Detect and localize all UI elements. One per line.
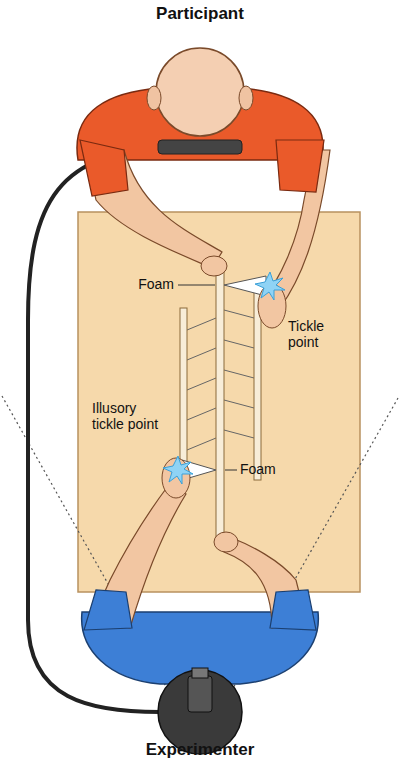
role-label: Experimenter bbox=[100, 740, 300, 760]
part-label: Tickle point bbox=[288, 318, 348, 350]
hand bbox=[214, 532, 238, 552]
rung bbox=[187, 408, 216, 420]
camera-lens bbox=[192, 668, 208, 678]
rod bbox=[216, 262, 224, 546]
participant-head bbox=[156, 48, 244, 136]
rung bbox=[224, 400, 254, 408]
hand bbox=[201, 256, 227, 276]
leader-line bbox=[178, 285, 215, 286]
rung bbox=[224, 310, 254, 318]
participant-sleeve bbox=[80, 140, 128, 196]
part-label: Foam bbox=[138, 276, 174, 292]
experimenter-sleeve bbox=[270, 590, 316, 630]
rung bbox=[224, 370, 254, 378]
rung bbox=[224, 340, 254, 348]
tickle-star bbox=[255, 272, 285, 300]
tickle-star bbox=[163, 456, 193, 484]
rung bbox=[187, 348, 216, 360]
table bbox=[78, 212, 360, 592]
leader-line bbox=[225, 470, 237, 471]
part-label: Foam bbox=[240, 461, 276, 477]
part-label: Illusory tickle point bbox=[92, 400, 160, 432]
rung bbox=[187, 318, 216, 330]
head-camera bbox=[188, 676, 212, 712]
rung bbox=[224, 430, 254, 438]
rung bbox=[187, 438, 216, 450]
participant-sleeve bbox=[276, 140, 324, 192]
participant-ear bbox=[147, 86, 161, 110]
participant-collar bbox=[158, 140, 242, 154]
role-label: Participant bbox=[100, 4, 300, 24]
participant-ear bbox=[239, 86, 253, 110]
experimenter-sleeve bbox=[84, 590, 132, 630]
rung bbox=[187, 378, 216, 390]
